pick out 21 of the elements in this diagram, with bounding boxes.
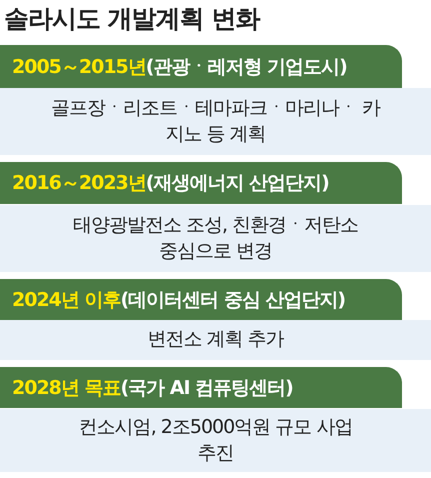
period-header-band bbox=[0, 45, 402, 88]
period-theme: (국가 AI 컴퓨팅센터) bbox=[120, 376, 293, 400]
plan-box bbox=[0, 205, 431, 272]
plan-text: 골프장ㆍ리조트ㆍ테마파크ㆍ마리나ㆍ 카지노 등 계획 bbox=[50, 96, 380, 146]
plan-text: 변전소 계획 추가 bbox=[147, 327, 284, 352]
plan-box bbox=[0, 409, 431, 472]
period-theme: (데이터센터 중심 산업단지) bbox=[120, 288, 346, 312]
period-header-band bbox=[0, 367, 402, 408]
plan-text: 태양광발전소 조성, 친환경ㆍ저탄소 중심으로 변경 bbox=[72, 212, 360, 264]
period-header-band bbox=[0, 279, 402, 320]
period-label: 2016～2023년 bbox=[12, 171, 146, 196]
period-label: 2005～2015년 bbox=[12, 54, 146, 80]
title: 솔라시도 개발계획 변화 bbox=[4, 3, 260, 35]
plan-box bbox=[0, 320, 431, 360]
period-label: 2028년 목표 bbox=[12, 376, 120, 400]
period-theme: (관광ㆍ레저형 기업도시) bbox=[146, 54, 347, 80]
period-header-band bbox=[0, 162, 402, 204]
period-theme: (재생에너지 산업단지) bbox=[146, 171, 329, 196]
plan-text: 컨소시엄, 2조5000억원 규모 사업 추진 bbox=[78, 414, 354, 466]
period-label: 2024년 이후 bbox=[12, 288, 120, 312]
plan-box bbox=[0, 88, 431, 155]
